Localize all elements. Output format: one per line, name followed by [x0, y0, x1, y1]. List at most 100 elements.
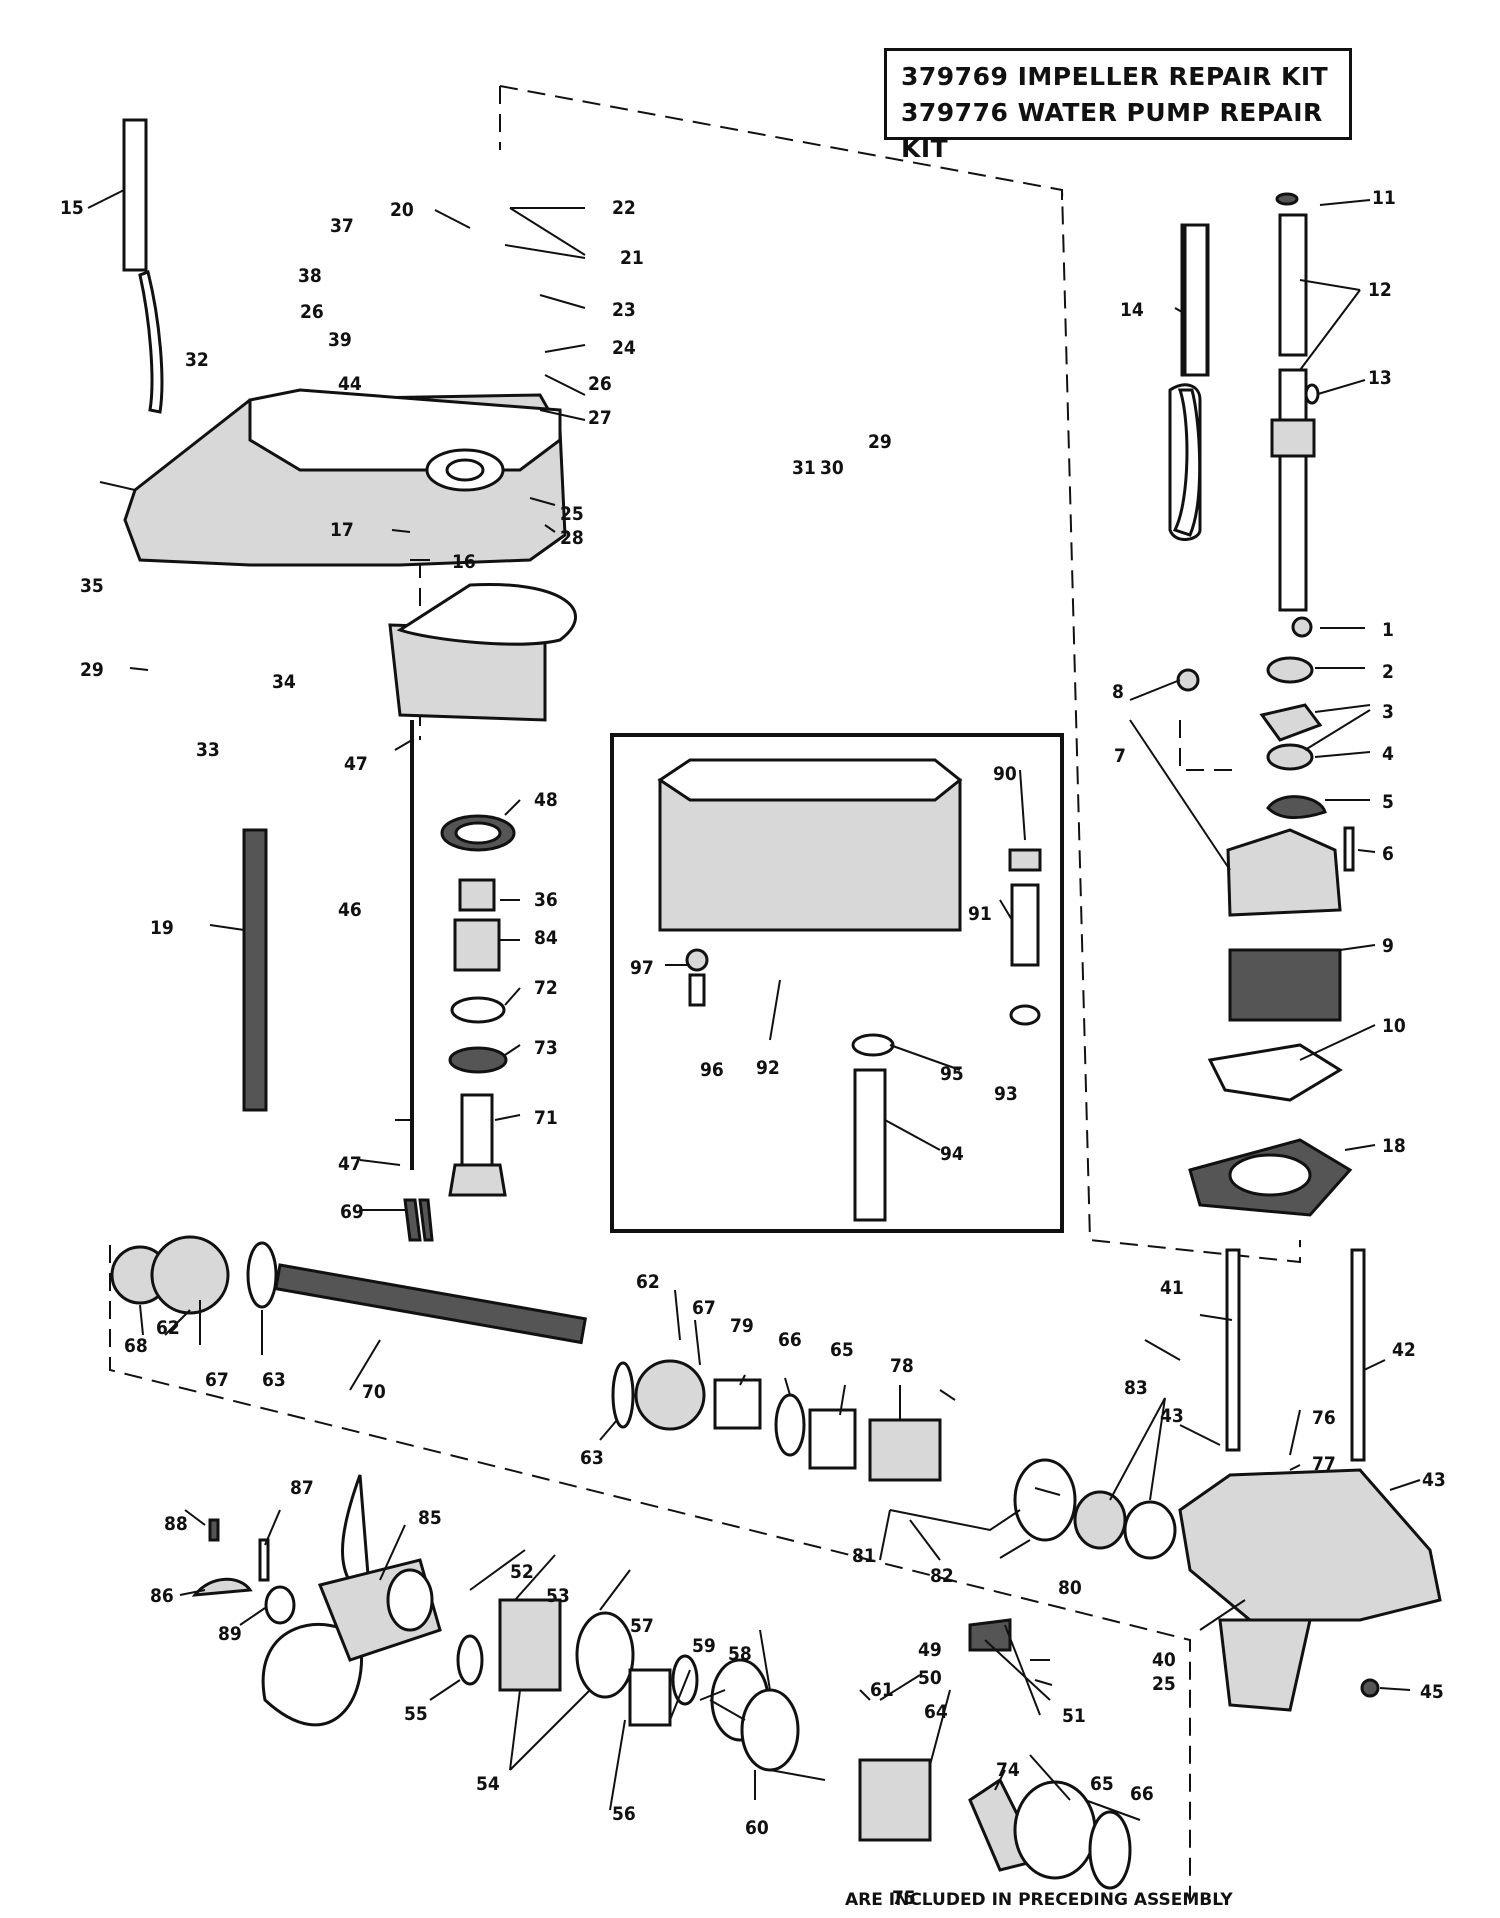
callout-68: 68 [124, 1335, 148, 1357]
callout-8: 8 [1112, 681, 1124, 703]
callout-92: 92 [756, 1057, 780, 1079]
callout-93: 93 [994, 1083, 1018, 1105]
callout-70: 70 [362, 1381, 386, 1403]
callout-66b: 66 [1130, 1783, 1154, 1805]
callout-84: 84 [534, 927, 558, 949]
impeller-kit-label: 379769 IMPELLER REPAIR KIT [901, 62, 1329, 91]
callout-5: 5 [1382, 791, 1394, 813]
callout-90: 90 [993, 763, 1017, 785]
callout-39: 39 [328, 329, 352, 351]
callout-65a: 65 [830, 1339, 854, 1361]
callout-2: 2 [1382, 661, 1394, 683]
callout-10: 10 [1382, 1015, 1406, 1037]
callout-35: 35 [80, 575, 104, 597]
callout-94: 94 [940, 1143, 964, 1165]
callout-43a: 43 [1160, 1405, 1184, 1427]
callout-67b: 67 [205, 1369, 229, 1391]
callout-69: 69 [340, 1201, 364, 1223]
callout-71: 71 [534, 1107, 558, 1129]
callout-20: 20 [390, 199, 414, 221]
callout-36: 36 [534, 889, 558, 911]
callout-85: 85 [418, 1507, 442, 1529]
callout-26b: 26 [588, 373, 612, 395]
callout-28: 28 [560, 527, 584, 549]
callout-23: 23 [612, 299, 636, 321]
hoses [122, 118, 1209, 1112]
callout-43b: 43 [1422, 1469, 1446, 1491]
callout-42: 42 [1392, 1339, 1416, 1361]
callout-18: 18 [1382, 1135, 1406, 1157]
callout-81: 81 [852, 1545, 876, 1567]
callout-97: 97 [630, 957, 654, 979]
callout-16: 16 [452, 551, 476, 573]
callout-75: 75 [892, 1887, 916, 1909]
callout-12: 12 [1368, 279, 1392, 301]
callout-62b: 62 [156, 1317, 180, 1339]
callout-7: 7 [1114, 745, 1126, 767]
callout-79: 79 [730, 1315, 754, 1337]
callout-53: 53 [546, 1585, 570, 1607]
callout-91: 91 [968, 903, 992, 925]
callout-63a: 63 [262, 1369, 286, 1391]
callout-62a: 62 [636, 1271, 660, 1293]
callout-45: 45 [1420, 1681, 1444, 1703]
callout-63b: 63 [580, 1447, 604, 1469]
repair-kit-box: 379769 IMPELLER REPAIR KIT 379776 WATER … [884, 48, 1352, 163]
callout-38: 38 [298, 265, 322, 287]
callout-73: 73 [534, 1037, 558, 1059]
propeller-assembly [191, 1474, 1132, 1890]
callout-29b: 29 [80, 659, 104, 681]
callout-4: 4 [1382, 743, 1394, 765]
callout-59: 59 [692, 1635, 716, 1657]
center-column-parts [440, 814, 516, 1197]
callout-25b: 25 [1152, 1673, 1176, 1695]
callout-3: 3 [1382, 701, 1394, 723]
callout-82: 82 [930, 1565, 954, 1587]
callout-83: 83 [1124, 1377, 1148, 1399]
callout-56: 56 [612, 1803, 636, 1825]
callout-15: 15 [60, 197, 84, 219]
callout-87: 87 [290, 1477, 314, 1499]
lower-gearcase [1178, 1468, 1442, 1712]
callout-32: 32 [185, 349, 209, 371]
footer-note: ARE INCLUDED IN PRECEDING ASSEMBLY [845, 1890, 1233, 1910]
callout-89: 89 [218, 1623, 242, 1645]
callout-17: 17 [330, 519, 354, 541]
callout-14: 14 [1120, 299, 1144, 321]
leader-lines [87, 189, 1421, 1821]
callout-27: 27 [588, 407, 612, 429]
callout-55: 55 [404, 1703, 428, 1725]
callout-40: 40 [1152, 1649, 1176, 1671]
callout-9: 9 [1382, 935, 1394, 957]
callout-29a: 29 [868, 431, 892, 453]
callout-31: 31 [792, 457, 816, 479]
callout-22: 22 [612, 197, 636, 219]
callout-76: 76 [1312, 1407, 1336, 1429]
callout-54: 54 [476, 1773, 500, 1795]
callout-52: 52 [510, 1561, 534, 1583]
shift-cable [403, 720, 434, 1242]
callout-67a: 67 [692, 1297, 716, 1319]
callout-48: 48 [534, 789, 558, 811]
callout-50: 50 [918, 1667, 942, 1689]
callout-88: 88 [164, 1513, 188, 1535]
callout-33: 33 [196, 739, 220, 761]
inset-assembly [610, 733, 1064, 1233]
callout-66a: 66 [778, 1329, 802, 1351]
callout-41: 41 [1160, 1277, 1184, 1299]
drive-shaft-assembly [1168, 192, 1366, 1462]
callout-34: 34 [272, 671, 296, 693]
callout-72: 72 [534, 977, 558, 999]
callout-80: 80 [1058, 1577, 1082, 1599]
propeller-shaft-line [110, 1235, 1177, 1560]
callout-51: 51 [1062, 1705, 1086, 1727]
callout-77: 77 [1312, 1453, 1336, 1475]
callout-61: 61 [870, 1679, 894, 1701]
callout-57: 57 [630, 1615, 654, 1637]
callout-65b: 65 [1090, 1773, 1114, 1795]
callout-13: 13 [1368, 367, 1392, 389]
callout-11: 11 [1372, 187, 1396, 209]
callout-26a: 26 [300, 301, 324, 323]
callout-78: 78 [890, 1355, 914, 1377]
